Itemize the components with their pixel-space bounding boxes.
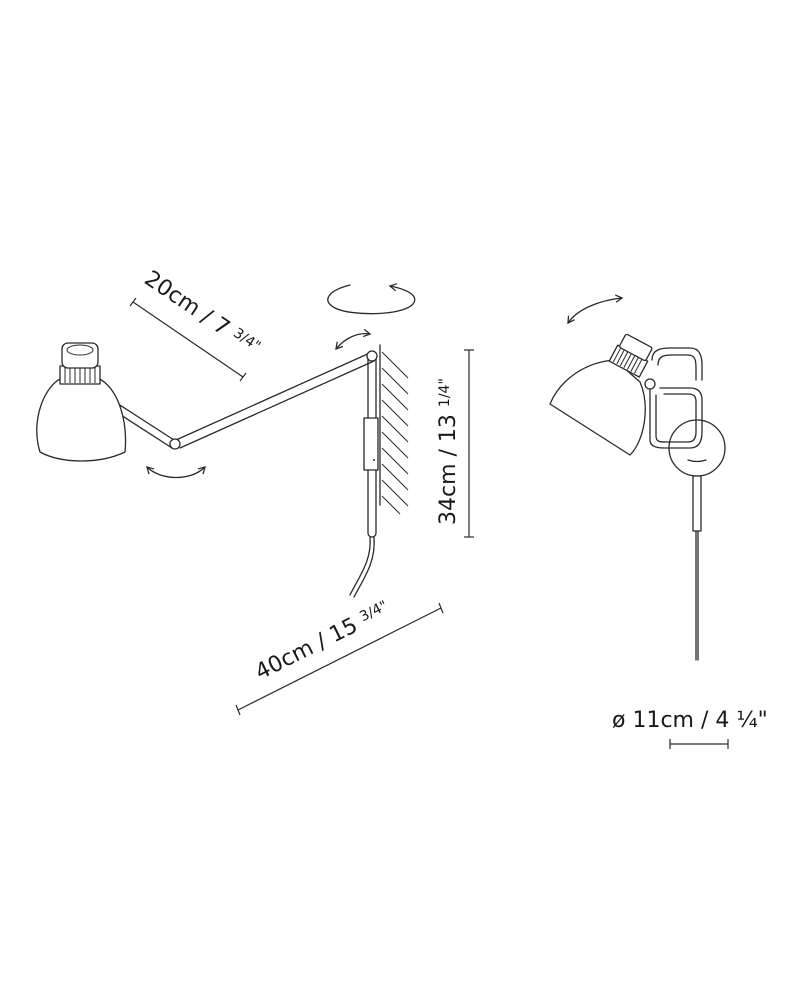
bracket [649,347,703,449]
front-stem [692,475,702,532]
svg-text:20cm / 7 3/4": 20cm / 7 3/4" [140,266,264,361]
height-fraction: 1/4" [437,378,453,407]
rotate-horizontal-icon [327,283,416,315]
wall-hatch [379,344,409,515]
reach-fraction: 3/4" [357,598,390,625]
wall-rod [363,351,379,538]
lamp-shade-front [549,333,656,456]
dimension-reach: 40cm / 15 3/4" [235,597,444,716]
side-view: 20cm / 7 3/4" 34cm / 13 1/4" 40cm / 15 3… [36,266,474,716]
diameter-label: ø 11cm / 4 ¼" [612,708,768,733]
reach-label: 40cm / 15 [251,613,361,685]
upper-arm-label: 20cm / 7 [140,266,234,341]
pivot-elbow-icon [146,466,206,479]
svg-text:40cm / 15 3/4": 40cm / 15 3/4" [251,597,393,685]
front-view: ø 11cm / 4 ¼" [549,294,768,749]
power-cable [349,536,371,596]
upper-arm-fraction: 3/4" [230,325,263,354]
dimension-height: 34cm / 13 1/4" [436,349,474,538]
svg-text:34cm / 13 1/4": 34cm / 13 1/4" [436,378,461,525]
dimension-upper-arm: 20cm / 7 3/4" [129,266,264,382]
tilt-shade-icon [567,294,624,325]
dimension-diameter: ø 11cm / 4 ¼" [612,708,768,749]
height-label: 34cm / 13 [436,414,461,525]
pivot-top-icon [335,328,372,350]
lamp-shade-side [36,342,127,462]
long-arm [175,350,378,449]
